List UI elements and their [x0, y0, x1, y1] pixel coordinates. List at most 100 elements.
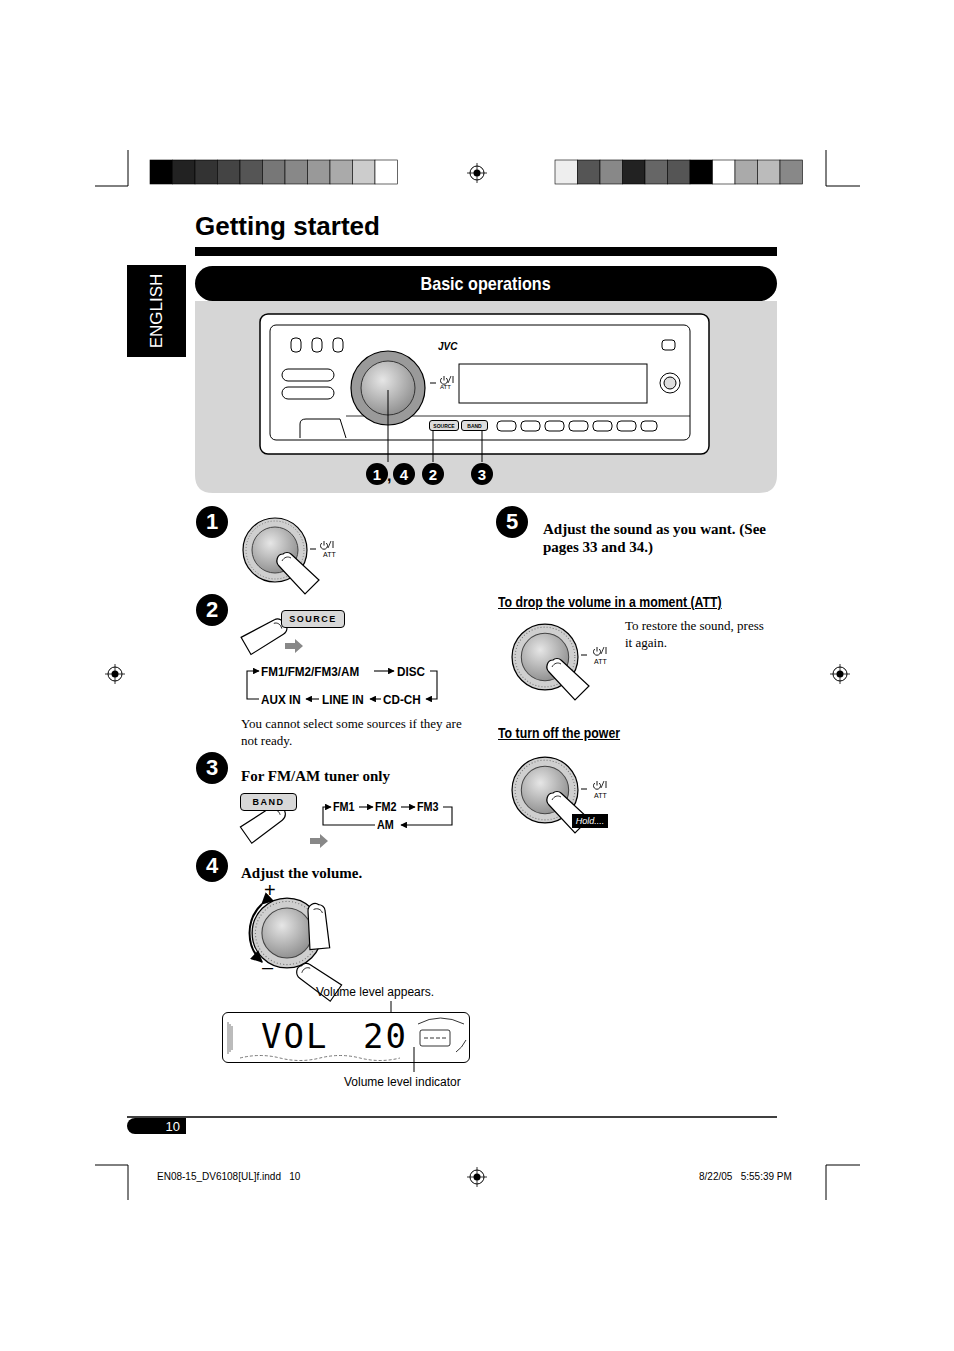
step-text: Adjust the sound as you want. (See pages…	[543, 520, 781, 556]
illustration-shape	[617, 421, 636, 431]
illustration-shape	[668, 160, 691, 184]
illustration-shape	[105, 664, 125, 684]
illustration-shape	[277, 553, 319, 595]
node-text: 4	[400, 466, 408, 483]
page-number-tab: 10	[127, 1118, 186, 1134]
illustration-shape	[459, 364, 647, 403]
node-text: BAND	[253, 797, 285, 807]
illustration-shape	[173, 160, 196, 184]
illustration-shape	[600, 160, 623, 184]
illustration-shape	[310, 834, 328, 848]
illustration-shape	[497, 421, 657, 431]
illustration-shape	[623, 160, 646, 184]
illustration-shape	[690, 160, 713, 184]
illustration-shape	[218, 160, 241, 184]
callout-number: 1	[366, 463, 388, 485]
illustration-shape	[713, 160, 736, 184]
illustration-shape	[310, 549, 316, 550]
node-text: 1	[206, 509, 218, 535]
node-text: ENGLISH	[147, 274, 167, 349]
illustration-shape	[195, 247, 777, 256]
node-text: 2	[206, 597, 218, 623]
hold-tag: Hold....	[572, 814, 608, 828]
band-button: BAND	[240, 793, 297, 811]
step-text: For FM/AM tuner only	[241, 767, 390, 785]
button-label: ATT	[323, 551, 336, 559]
footer-text: EN08-15_DV6108[UL]f.indd 10	[157, 1171, 300, 1183]
node-text: SOURCE	[289, 614, 337, 624]
page-title: Getting started	[195, 211, 380, 242]
caption-text: Volume level indicator	[344, 1075, 461, 1089]
illustration-shape	[826, 1165, 827, 1200]
illustration-shape	[240, 1056, 400, 1061]
unit-source-button: SOURCE	[429, 420, 459, 431]
illustration-shape	[150, 160, 173, 184]
node-text: 10	[166, 1119, 180, 1134]
illustration-shape	[95, 1165, 128, 1166]
note-text: To restore the sound, press it again.	[625, 618, 765, 652]
illustration-shape	[240, 160, 263, 184]
illustration-shape	[263, 160, 286, 184]
illustration-shape	[414, 1047, 415, 1072]
illustration-shape	[247, 671, 259, 699]
step-number: 1	[196, 506, 228, 538]
illustration-shape	[826, 150, 827, 186]
band-name: FM2	[375, 800, 397, 814]
footer-text: 8/22/05 5:55:39 PM	[699, 1171, 792, 1183]
illustration-shape	[330, 160, 353, 184]
illustration-shape	[128, 150, 129, 186]
illustration-shape	[555, 160, 578, 184]
illustration-shape	[250, 904, 262, 962]
illustration-shape	[497, 421, 516, 431]
illustration-shape	[228, 1018, 466, 1061]
illustration-shape	[581, 789, 587, 790]
node-text: 2	[429, 466, 437, 483]
illustration-shape	[260, 314, 709, 454]
illustration-shape	[660, 373, 680, 393]
illustration-shape	[228, 1022, 229, 1054]
node-text: 1	[373, 466, 381, 483]
illustration-shape	[195, 301, 777, 493]
button-label: ATT	[594, 658, 607, 666]
illustration-shape	[127, 1116, 777, 1118]
illustration-shape	[593, 421, 612, 431]
illustration-shape	[374, 670, 394, 671]
illustration-shape	[95, 150, 860, 1200]
illustration-shape	[758, 160, 781, 184]
illustration-shape	[594, 647, 607, 655]
illustration-shape	[780, 160, 803, 184]
illustration-shape	[288, 900, 347, 959]
illustration-shape	[569, 421, 588, 431]
illustration-shape	[594, 781, 607, 789]
button-label: ATT	[440, 384, 451, 391]
illustration-shape	[321, 541, 334, 549]
illustration-shape	[430, 383, 436, 384]
illustration-shape	[128, 1165, 129, 1200]
illustration-shape	[401, 806, 415, 807]
illustration-shape	[547, 659, 589, 701]
illustration-shape	[308, 160, 331, 184]
illustration-shape	[578, 160, 601, 184]
illustration-shape	[662, 340, 675, 350]
sub-heading: To drop the volume in a moment (ATT)	[498, 593, 722, 611]
illustration-shape	[375, 160, 398, 184]
illustration-shape	[282, 369, 334, 381]
illustration-shape	[467, 163, 487, 183]
node-text: BAND	[467, 423, 481, 429]
illustration-shape	[370, 698, 381, 699]
direction-sign: +	[264, 880, 276, 900]
illustration-shape	[830, 664, 850, 684]
direction-sign: –	[262, 957, 273, 977]
illustration-shape	[150, 160, 803, 184]
illustration-shape	[95, 186, 128, 187]
illustration-shape	[641, 421, 657, 431]
source-button: SOURCE	[281, 610, 345, 628]
node-text: 20	[363, 1019, 408, 1053]
illustration-shape	[424, 1038, 446, 1039]
illustration-shape	[645, 160, 668, 184]
sub-heading: To turn off the power	[498, 724, 620, 742]
illustration-shape	[300, 419, 346, 438]
illustration-shape	[664, 377, 676, 389]
illustration-shape	[285, 160, 308, 184]
